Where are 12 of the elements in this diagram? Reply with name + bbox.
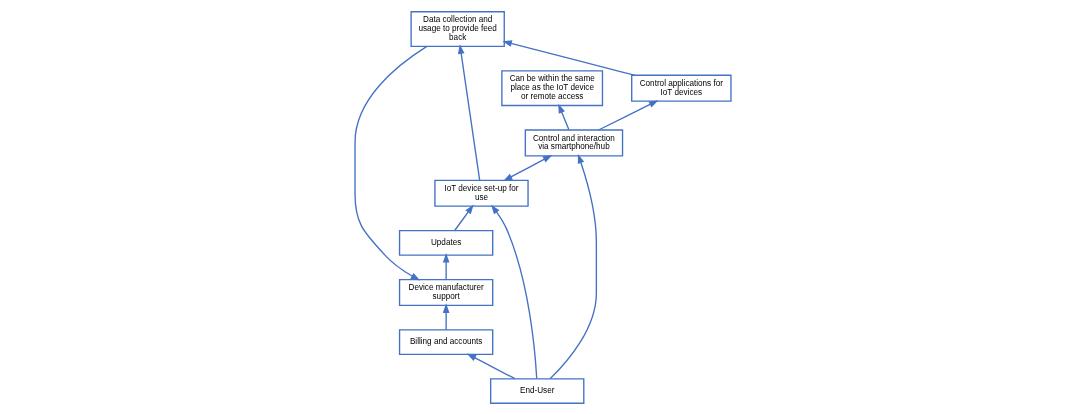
arrow xyxy=(491,204,538,379)
arrow xyxy=(558,103,570,131)
arrow xyxy=(457,43,481,181)
arrow xyxy=(502,39,636,76)
arrow xyxy=(354,45,428,281)
arrow xyxy=(549,153,598,379)
arrow xyxy=(454,204,474,231)
arrow xyxy=(442,252,450,280)
arrow xyxy=(442,302,450,330)
arrow xyxy=(466,353,516,379)
arrow xyxy=(503,154,553,181)
arrow xyxy=(597,99,659,131)
